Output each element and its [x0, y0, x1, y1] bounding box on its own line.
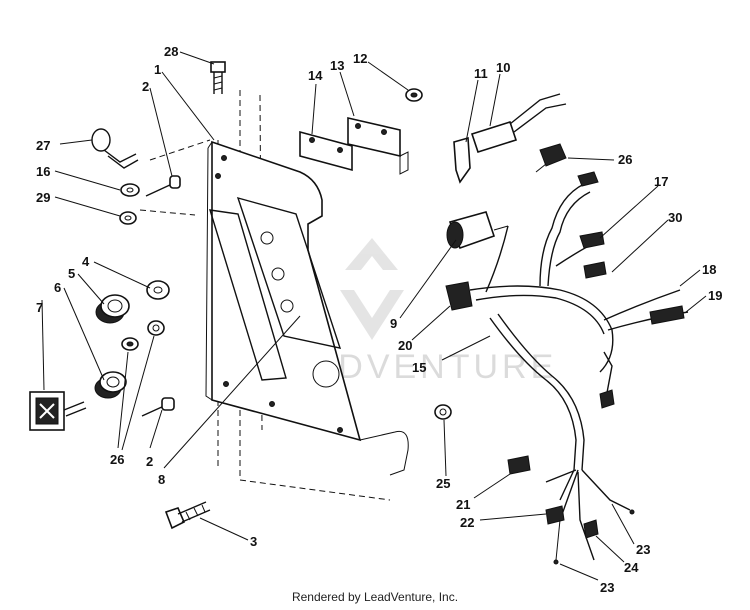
- callout-10: 10: [496, 60, 510, 75]
- toggle-switch-26: [535, 143, 567, 173]
- clip-27: [91, 128, 139, 169]
- callout-14: 14: [308, 68, 323, 83]
- relay-10-11: [453, 93, 567, 184]
- wiring-harness-15: [445, 171, 689, 565]
- callout-13: 13: [330, 58, 344, 73]
- nut-12: [405, 88, 423, 102]
- callout-17: 17: [654, 174, 668, 189]
- small-hardware-left: [119, 175, 181, 225]
- leader-lines: [41, 51, 707, 581]
- washer-25: [434, 404, 452, 420]
- callout-23-upper: 23: [636, 542, 650, 557]
- cylinder-9: [446, 211, 509, 250]
- mounting-panel: [205, 140, 409, 476]
- callout-25: 25: [436, 476, 450, 491]
- callout-2-top: 2: [142, 79, 149, 94]
- callout-29: 29: [36, 190, 50, 205]
- callouts: 28 1 2 14 13 12 11 10 26 27 16 29 17 30 …: [36, 44, 722, 595]
- callout-2-lower: 2: [146, 454, 153, 469]
- knob-6: [94, 371, 127, 399]
- callout-30: 30: [668, 210, 682, 225]
- callout-27: 27: [36, 138, 50, 153]
- callout-12: 12: [353, 51, 367, 66]
- callout-11: 11: [474, 66, 488, 81]
- callout-7: 7: [36, 300, 43, 315]
- callout-3: 3: [250, 534, 257, 549]
- bolt-28: [210, 61, 226, 94]
- callout-22: 22: [460, 515, 474, 530]
- knob-5: [95, 294, 130, 324]
- callout-8: 8: [158, 472, 165, 487]
- callout-5: 5: [68, 266, 75, 281]
- callout-6: 6: [54, 280, 61, 295]
- callout-20: 20: [398, 338, 412, 353]
- callout-9: 9: [390, 316, 397, 331]
- callout-4: 4: [82, 254, 90, 269]
- callout-19: 19: [708, 288, 722, 303]
- callout-26-upper: 26: [618, 152, 632, 167]
- callout-26-lower: 26: [110, 452, 124, 467]
- nuts-26: [121, 320, 165, 351]
- callout-18: 18: [702, 262, 716, 277]
- callout-21: 21: [456, 497, 470, 512]
- callout-23-lower: 23: [600, 580, 614, 595]
- bolt-3: [164, 501, 211, 530]
- callout-16: 16: [36, 164, 50, 179]
- footer-credit: Rendered by LeadVenture, Inc.: [291, 590, 459, 604]
- callout-24: 24: [624, 560, 639, 575]
- callout-15: 15: [412, 360, 426, 375]
- key-switch-7: [29, 391, 87, 431]
- screw-2-lower: [141, 397, 175, 417]
- washer-4: [146, 280, 170, 300]
- callout-1: 1: [154, 62, 161, 77]
- brackets-13-14: [299, 116, 409, 175]
- callout-28: 28: [164, 44, 178, 59]
